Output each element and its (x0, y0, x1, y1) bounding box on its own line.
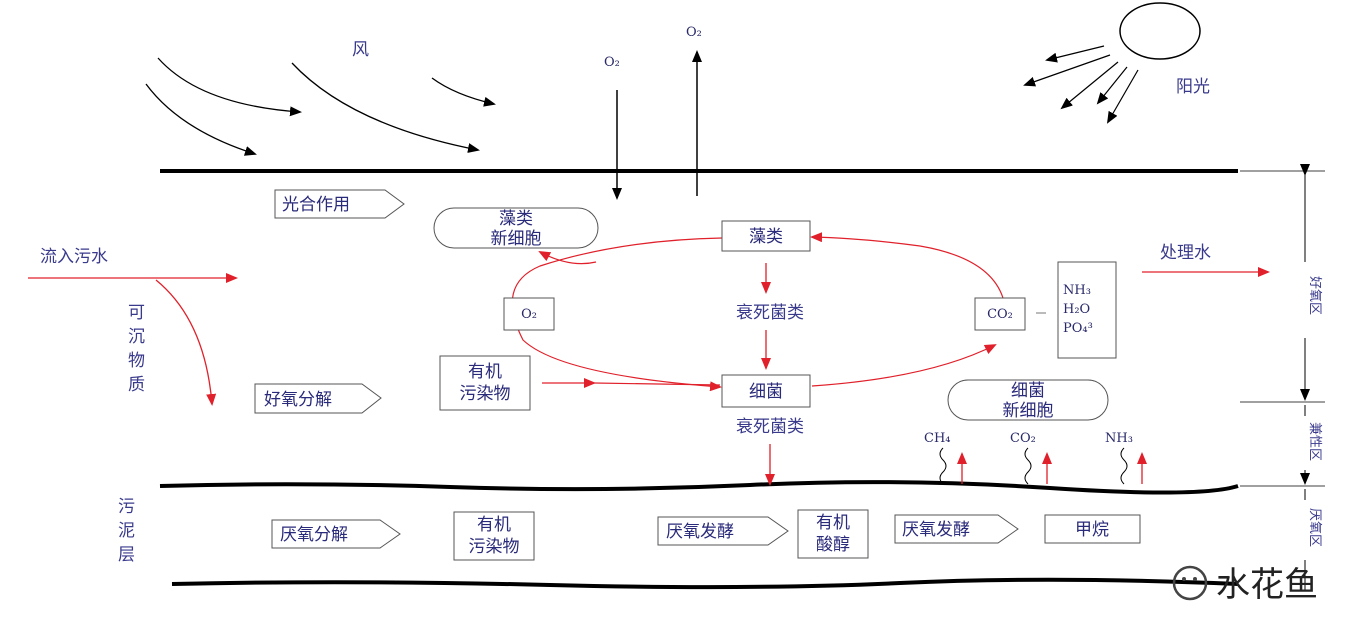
co2-box: CO₂ (974, 297, 1026, 331)
organic-pollutants-line1: 有机 (468, 362, 502, 382)
sludge-organic-pollutants-box: 有机 污染物 (453, 511, 535, 561)
treated-water-label: 处理水 (1160, 243, 1211, 263)
algae-box: 藻类 (721, 220, 811, 252)
photosynthesis-label: 光合作用 (282, 195, 350, 215)
sun-icon (1023, 2, 1201, 124)
co2-gas-label: CO₂ (1010, 431, 1036, 446)
zone-facultative-label: 兼性区 (1307, 422, 1322, 461)
zone-aerobic-label: 好氧区 (1307, 276, 1322, 315)
inflow-label: 流入污水 (40, 247, 108, 267)
anaerobic-fermentation-box-2: 厌氧发酵 (894, 514, 1019, 544)
organic-acids-box: 有机 酸醇 (797, 509, 869, 559)
ch4-bubble-icon (939, 447, 947, 485)
bacteria-label: 细菌 (749, 382, 783, 402)
anaerobic-decomposition-label: 厌氧分解 (280, 525, 348, 545)
bacteria-new-cells-line2: 新细胞 (1003, 401, 1054, 421)
nutrients-po4: PO₄³ (1063, 321, 1093, 336)
sludge-organic-line2: 污染物 (469, 537, 520, 557)
o2-box-label: O₂ (521, 307, 537, 322)
zone-anaerobic-label: 厌氧区 (1307, 508, 1322, 547)
algae-new-cells-line2: 新细胞 (491, 229, 542, 249)
organic-pollutants-line2: 污染物 (460, 384, 511, 404)
sludge-bottom-line (171, 577, 1239, 590)
photosynthesis-box: 光合作用 (274, 189, 405, 219)
bacteria-new-cells-line1: 细菌 (1011, 381, 1045, 401)
co2-bubble-icon (1024, 447, 1032, 485)
wechat-icon (1172, 565, 1208, 601)
svg-text:物: 物 (128, 351, 145, 371)
settleable-matter-label: 可 沉 物 质 (128, 303, 145, 395)
anaerobic-decomposition-box: 厌氧分解 (271, 519, 401, 549)
nutrients-nh3: NH₃ (1063, 283, 1091, 298)
algae-label: 藻类 (749, 227, 783, 247)
methane-box: 甲烷 (1044, 514, 1141, 544)
algae-new-cells-box: 藻类 新细胞 (433, 207, 599, 249)
o2-out-label: O₂ (686, 25, 702, 40)
svg-text:质: 质 (128, 375, 145, 395)
anaerobic-fermentation-box-1: 厌氧发酵 (657, 516, 789, 546)
dead-bacteria-upper-label: 衰死菌类 (736, 303, 804, 323)
organic-acids-line1: 有机 (816, 513, 850, 533)
algae-new-cells-line1: 藻类 (499, 209, 533, 229)
sludge-organic-line1: 有机 (477, 515, 511, 535)
svg-text:层: 层 (118, 545, 135, 565)
o2-box: O₂ (503, 297, 555, 331)
co2-box-label: CO₂ (987, 307, 1013, 322)
sludge-layer-label: 污 泥 层 (118, 497, 135, 565)
bacteria-box: 细菌 (721, 374, 811, 408)
svg-text:可: 可 (128, 303, 145, 323)
nutrients-h2o: H₂O (1063, 302, 1090, 317)
dead-bacteria-lower-label: 衰死菌类 (736, 417, 804, 437)
settle-arrow (155, 279, 217, 406)
svg-text:污: 污 (118, 497, 135, 517)
nh3-gas-label: NH₃ (1105, 431, 1133, 446)
watermark-text: 水花鱼 (1216, 565, 1318, 605)
zone-dimension-lines (1240, 164, 1325, 590)
methane-label: 甲烷 (1075, 520, 1109, 540)
nh3-bubble-icon (1120, 447, 1128, 485)
wind-label: 风 (352, 40, 369, 60)
wind-arrows (145, 57, 496, 156)
bacteria-new-cells-box: 细菌 新细胞 (947, 379, 1109, 421)
aerobic-decomposition-box: 好氧分解 (254, 383, 382, 414)
sludge-top-line (159, 480, 1239, 495)
organic-pollutants-box: 有机 污染物 (439, 355, 531, 411)
nutrients-box: NH₃ H₂O PO₄³ (1057, 261, 1117, 359)
organic-acids-line2: 酸醇 (816, 535, 850, 555)
ch4-label: CH₄ (924, 431, 951, 446)
svg-text:沉: 沉 (128, 327, 145, 347)
organic-to-bacteria-arrow-2 (593, 382, 721, 386)
watermark: 水花鱼 (1172, 565, 1318, 605)
aerobic-decomposition-label: 好氧分解 (264, 390, 332, 410)
anaerobic-fermentation-label-1: 厌氧发酵 (666, 522, 734, 542)
anaerobic-fermentation-label-2: 厌氧发酵 (902, 520, 970, 540)
svg-text:泥: 泥 (118, 521, 135, 541)
sunlight-label: 阳光 (1176, 77, 1210, 97)
o2-in-label: O₂ (604, 55, 620, 70)
